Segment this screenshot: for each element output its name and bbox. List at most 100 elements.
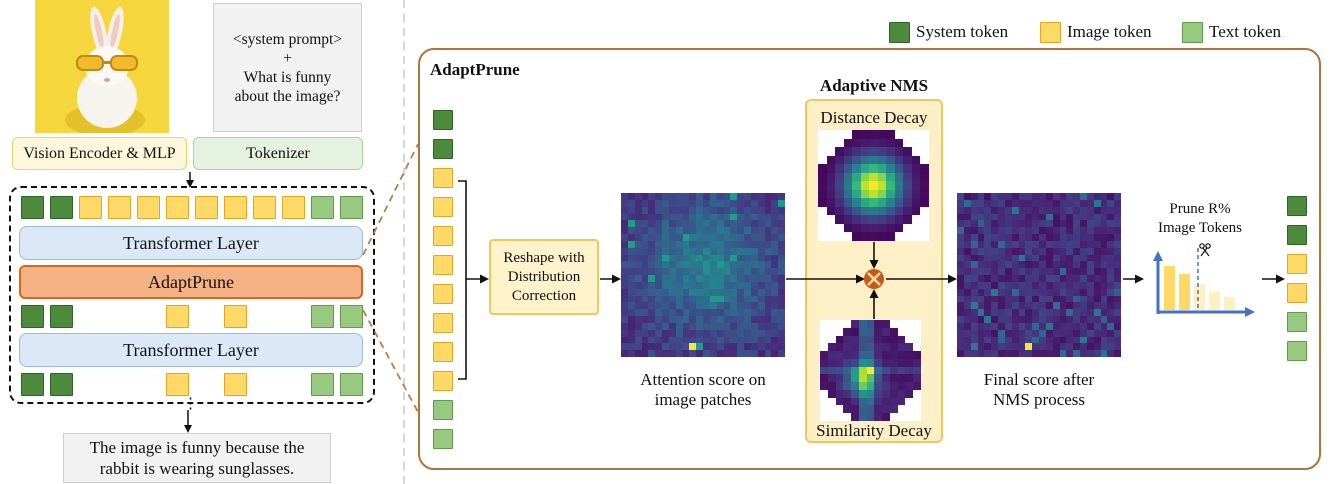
heatmap-cell [1052,220,1060,228]
heatmap-cell [886,172,895,182]
heatmap-cell [757,309,765,316]
heatmap-cell [1059,213,1067,221]
heatmap-cell [905,366,914,375]
heatmap-cell [874,335,883,344]
heatmap-cell [689,254,697,262]
heatmap-cell [1025,193,1033,200]
heatmap-cell [757,213,765,221]
heatmap-cell [682,316,690,323]
heatmap-cell [771,309,779,316]
heatmap-cell [1080,302,1087,310]
heatmap-cell [1011,281,1019,289]
heatmap-cell [1093,199,1101,207]
heatmap-cell [716,288,724,296]
heatmap-cell [866,351,875,359]
heatmap-cell [820,382,828,390]
heatmap-cell [634,247,642,255]
heatmap-cell [1032,343,1039,351]
heatmap-cell [1093,220,1101,228]
reshape-line-1: Reshape with [503,249,585,266]
heatmap-cell [1114,268,1121,275]
heatmap-cell [860,147,870,156]
heatmap-cell [1025,350,1033,357]
heatmap-cell [1073,199,1080,207]
heatmap-cell [703,206,710,214]
heatmap-cell [998,261,1005,269]
heatmap-cell [1032,247,1039,255]
heatmap-cell [1025,288,1033,296]
token-image [137,196,160,219]
output-box: The image is funny because the rabbit is… [63,433,331,483]
heatmap-cell [744,350,751,357]
heatmap-cell [730,275,738,282]
heatmap-cell [977,316,985,323]
heatmap-cell [858,382,867,390]
heatmap-cell [1114,240,1121,248]
heatmap-cell [750,227,758,234]
heatmap-cell [668,275,676,282]
heatmap-cell [764,295,772,303]
heatmap-cell [1114,302,1121,310]
heatmap-cell [984,336,992,344]
heatmap-cell [723,254,731,262]
heatmap-cell [744,343,751,351]
heatmap-cell [771,199,779,207]
prune-label-line-2: Image Tokens [1157,220,1243,236]
heatmap-cell [641,322,649,330]
adaptprune-layer: AdaptPrune [19,265,363,299]
heatmap-cell [675,288,683,296]
heatmap-cell [889,335,898,344]
heatmap-cell [771,234,779,241]
heatmap-cell [998,295,1005,303]
heatmap-cell [1025,302,1033,310]
heatmap-cell [771,350,779,357]
heatmap-cell [1011,193,1019,200]
heatmap-cell [869,138,878,148]
heatmap-cell [730,261,738,269]
heatmap-cell [778,281,785,289]
heatmap-cell [860,155,870,165]
heatmap-cell [778,309,785,316]
heatmap-cell [866,327,875,336]
heatmap-cell [851,351,859,359]
heatmap-cell [1059,247,1067,255]
heatmap-cell [662,302,669,310]
heatmap-cell [627,302,635,310]
heatmap-cell [858,320,867,328]
heatmap-cell [984,254,992,262]
heatmap-cell [1100,281,1108,289]
heatmap-cell [703,329,710,337]
heatmap-cell [730,329,738,337]
heatmap-cell [668,261,676,269]
heatmap-cell [696,302,703,310]
heatmap-cell [730,213,738,221]
heatmap-cell [1045,288,1053,296]
heatmap-cell [869,181,878,190]
heatmap-cell [1100,227,1108,234]
heatmap-cell [641,234,649,241]
heatmap-cell [675,240,683,248]
heatmap-cell [668,309,676,316]
heatmap-cell [634,275,642,282]
heatmap-cell [723,336,731,344]
heatmap-cell [764,193,772,200]
heatmap-cell [730,206,738,214]
heatmap-cell [882,413,890,421]
heatmap-cell [882,389,890,398]
heatmap-cell [897,335,906,344]
heatmap-cell [648,254,656,262]
heatmap-cell [682,288,690,296]
heatmap-cell [860,172,870,182]
heatmap-cell [771,275,779,282]
heatmap-cell [1052,288,1060,296]
heatmap-cell [771,288,779,296]
heatmap-cell [977,199,985,207]
heatmap-cell [874,351,883,359]
heatmap-cell [737,343,744,351]
heatmap-cell [723,295,731,303]
heatmap-cell [889,405,898,414]
heatmap-cell [668,302,676,310]
heatmap-cell [1032,316,1039,323]
heatmap-cell [835,198,844,207]
heatmap-cell [1039,336,1046,344]
